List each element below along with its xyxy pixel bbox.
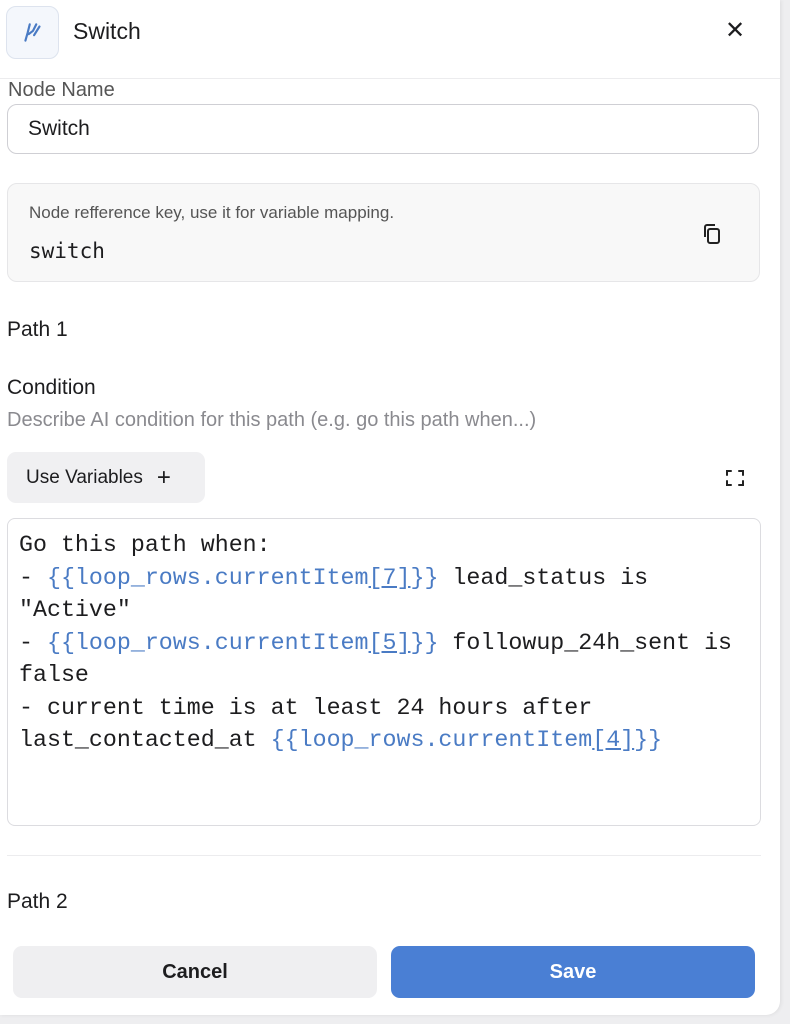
save-button[interactable]: Save xyxy=(391,946,755,998)
editor-line: - {{loop_rows.currentItem[7]}} lead_stat… xyxy=(19,564,663,624)
close-icon[interactable]: ✕ xyxy=(724,17,746,44)
panel-header: Switch ✕ xyxy=(0,0,780,79)
node-name-label: Node Name xyxy=(8,79,115,101)
use-variables-label: Use Variables xyxy=(26,466,143,488)
expand-icon[interactable] xyxy=(725,468,745,488)
copy-icon[interactable] xyxy=(701,222,723,246)
variable-token[interactable]: {{loop_rows.currentItem[4]}} xyxy=(270,727,663,753)
path-2-title: Path 2 xyxy=(7,890,68,913)
condition-description: Describe AI condition for this path (e.g… xyxy=(7,409,537,431)
editor-line: Go this path when: xyxy=(19,532,271,558)
panel-title: Switch xyxy=(73,18,141,44)
switch-node-panel: Switch ✕ Node Name Switch Node refferenc… xyxy=(0,0,780,1015)
path-1-title: Path 1 xyxy=(7,318,68,341)
condition-label: Condition xyxy=(7,376,96,399)
switch-node-icon xyxy=(6,6,59,59)
variable-token[interactable]: {{loop_rows.currentItem[7]}} xyxy=(46,564,439,591)
variable-token[interactable]: {{loop_rows.currentItem[5]}} xyxy=(46,629,439,656)
path-divider xyxy=(7,855,761,856)
node-reference-box: Node refference key, use it for variable… xyxy=(7,183,760,282)
editor-line: - current time is at least 24 hours afte… xyxy=(19,694,663,754)
plus-icon: + xyxy=(156,463,171,491)
reference-hint: Node refference key, use it for variable… xyxy=(29,203,395,222)
node-name-input[interactable]: Switch xyxy=(7,104,759,154)
reference-key: switch xyxy=(29,239,105,263)
use-variables-button[interactable]: Use Variables + xyxy=(7,452,205,503)
editor-line: - {{loop_rows.currentItem[5]}} followup_… xyxy=(19,629,747,689)
condition-editor[interactable]: Go this path when: - {{loop_rows.current… xyxy=(7,518,761,826)
cancel-button[interactable]: Cancel xyxy=(13,946,377,998)
